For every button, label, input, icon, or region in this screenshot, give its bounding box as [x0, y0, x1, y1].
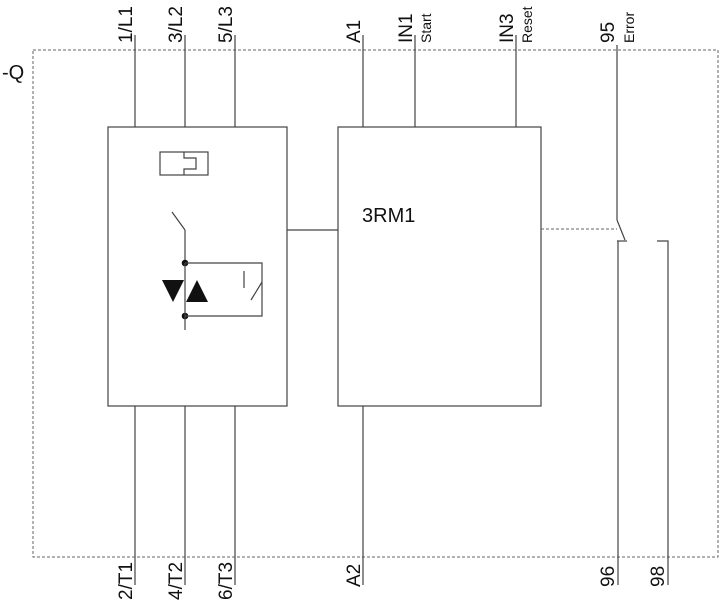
error-contact-symbol [541, 45, 669, 585]
terminal-98: 98 [648, 566, 669, 587]
terminal-95: 95 [598, 22, 619, 43]
terminal-in3-sublabel: Reset [519, 6, 535, 43]
relay-coil-symbol [159, 151, 209, 176]
terminal-a1: A1 [344, 20, 365, 43]
module-name: 3RM1 [362, 205, 415, 227]
terminal-in1: IN1 [396, 13, 417, 43]
terminal-in1-sublabel: Start [418, 13, 434, 43]
terminal-95-sublabel: Error [621, 12, 637, 43]
thyristor-symbol [162, 259, 208, 330]
bypass-contact-symbol [171, 211, 186, 263]
parallel-contact-symbol [185, 262, 263, 317]
control-module-box[interactable] [337, 126, 542, 407]
device-frame [32, 49, 719, 558]
terminal-3-l2: 3/L2 [166, 6, 187, 43]
terminal-5-l3: 5/L3 [216, 6, 237, 43]
terminal-a2: A2 [344, 564, 365, 587]
terminal-1-l1: 1/L1 [116, 6, 137, 43]
terminal-2-t1: 2/T1 [116, 562, 137, 600]
terminal-6-t3: 6/T3 [216, 562, 237, 600]
terminal-4-t2: 4/T2 [166, 562, 187, 600]
terminal-96: 96 [598, 566, 619, 587]
device-designation: -Q [2, 62, 24, 84]
terminal-in3: IN3 [497, 13, 518, 43]
